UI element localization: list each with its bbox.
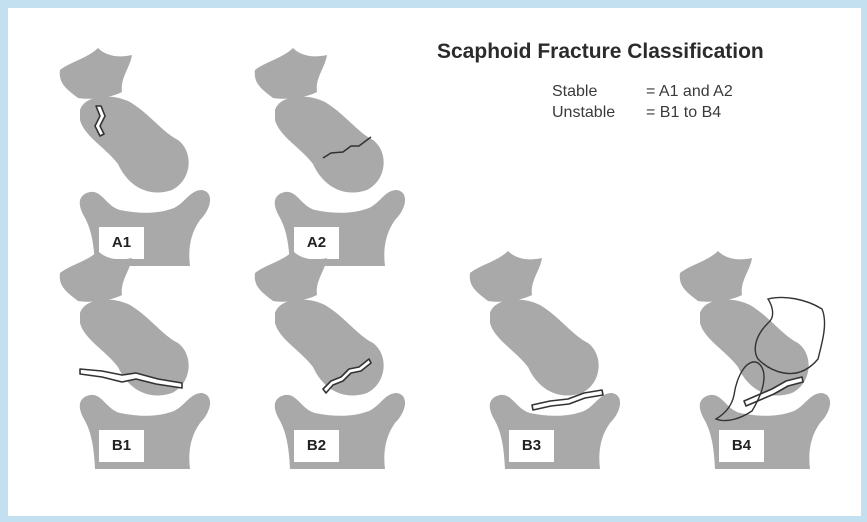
- label-b3: B3: [509, 430, 554, 462]
- trapezium-bone: [680, 251, 752, 302]
- diagram-title: Scaphoid Fracture Classification: [437, 40, 764, 64]
- trapezium-bone: [470, 251, 542, 302]
- scaphoid-bone: [275, 96, 384, 192]
- legend-unstable-label: Unstable: [552, 104, 615, 122]
- panel-b3: B3: [450, 243, 650, 513]
- label-b4: B4: [719, 430, 764, 462]
- legend-unstable-value: = B1 to B4: [646, 104, 721, 122]
- legend-stable-value: = A1 and A2: [646, 83, 733, 101]
- panel-b2: B2: [235, 243, 435, 513]
- trapezium-bone: [60, 48, 132, 99]
- scaphoid-bone: [275, 299, 384, 395]
- scaphoid-bone: [80, 96, 189, 192]
- trapezium-bone: [255, 251, 327, 302]
- panel-b1: B1: [40, 243, 240, 513]
- trapezium-bone: [60, 251, 132, 302]
- trapezium-bone: [255, 48, 327, 99]
- legend-stable-label: Stable: [552, 83, 597, 101]
- panel-b4: B4: [660, 243, 860, 513]
- scaphoid-bone: [490, 299, 599, 395]
- label-b2: B2: [294, 430, 339, 462]
- label-b1: B1: [99, 430, 144, 462]
